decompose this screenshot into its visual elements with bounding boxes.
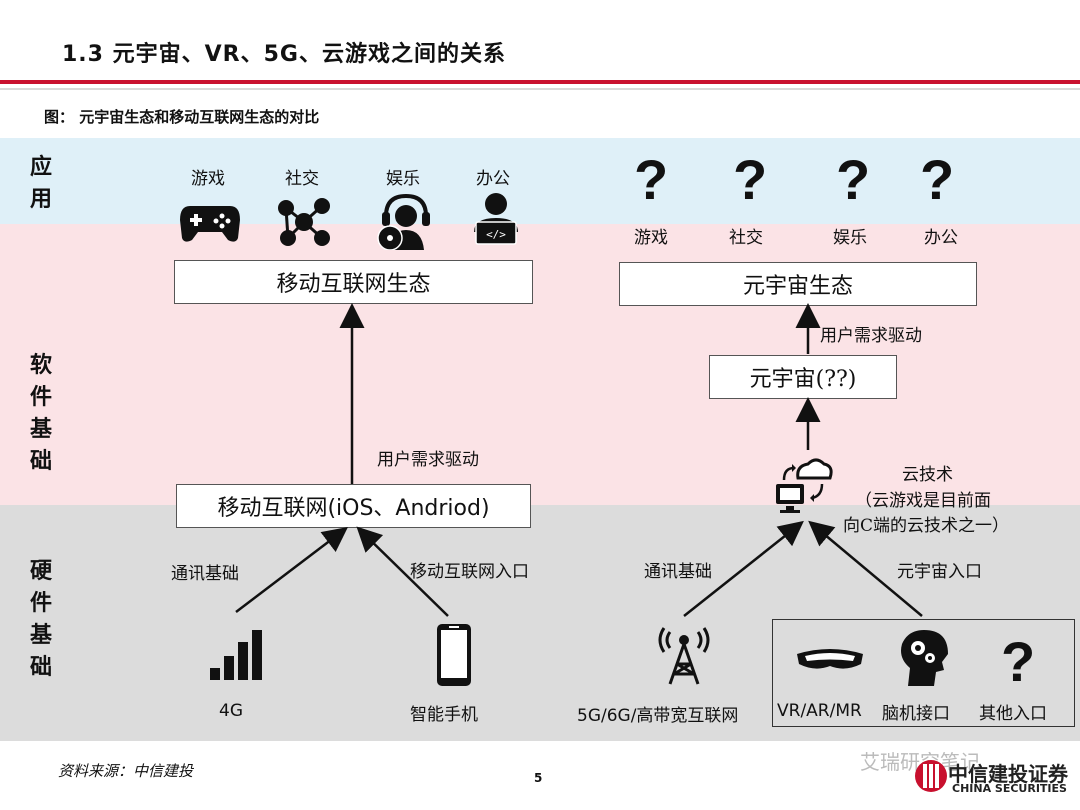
arrow-right-entries xyxy=(808,520,923,617)
right-drive-label: 用户需求驱动 xyxy=(820,326,922,346)
question-mark-icon: ? xyxy=(836,148,871,211)
software-layer-label: 软 件 基 础 xyxy=(29,353,52,474)
application-layer-band xyxy=(0,138,1080,224)
left-drive-label: 用户需求驱动 xyxy=(377,450,479,470)
arrow-right-5g xyxy=(683,520,804,617)
cloud-computing-icon xyxy=(776,458,833,513)
social-network-icon xyxy=(278,198,330,246)
office-worker-icon: </> xyxy=(474,193,518,245)
application-layer-label: 应 用 xyxy=(29,155,52,212)
arrow-left-4g xyxy=(235,526,348,613)
page-title: 1.3 元宇宙、VR、5G、云游戏之间的关系 xyxy=(62,42,506,67)
left-app-label-social: 社交 xyxy=(285,169,319,189)
arrow-left-phone xyxy=(356,526,449,617)
hardware-layer-label: 硬 件 基 础 xyxy=(29,559,52,680)
left-device-label: 智能手机 xyxy=(410,705,478,725)
title-rule xyxy=(0,80,1080,84)
left-comm-label: 通讯基础 xyxy=(171,564,239,584)
mobile-internet-platform-box: 移动互联网(iOS、Andriod) xyxy=(176,484,531,528)
question-mark-icon: ? xyxy=(1001,630,1036,693)
entry-bci-label: 脑机接口 xyxy=(882,704,950,724)
left-app-label-entertainment: 娱乐 xyxy=(386,169,420,189)
title-sub-rule xyxy=(0,88,1080,90)
right-network-label: 5G/6G/高带宽互联网 xyxy=(577,706,739,726)
right-app-label-office: 办公 xyxy=(924,228,958,248)
cloud-tech-title: 云技术 xyxy=(902,465,953,485)
entry-vr-ar-mr-label: VR/AR/MR xyxy=(777,701,862,721)
left-entry-label: 移动互联网入口 xyxy=(410,562,529,582)
hardware-layer-band xyxy=(0,505,1080,741)
metaverse-entries-frame xyxy=(772,619,1075,727)
cloud-tech-note-line1: （云游戏是目前面 xyxy=(855,491,991,511)
right-comm-label: 通讯基础 xyxy=(644,562,712,582)
svg-text:</>: </> xyxy=(486,228,506,241)
signal-bars-icon xyxy=(210,630,262,680)
cloud-tech-note-line2: 向C端的云技术之一） xyxy=(843,516,1010,536)
source-note: 资料来源：中信建投 xyxy=(58,762,194,780)
question-mark-icon: ? xyxy=(733,148,768,211)
vr-headset-icon xyxy=(797,649,863,669)
logo-english-name: CHINA SECURITIES xyxy=(952,782,1067,795)
page-number: 5 xyxy=(534,771,543,785)
left-app-label-game: 游戏 xyxy=(191,169,225,189)
right-app-label-entertainment: 娱乐 xyxy=(833,228,867,248)
china-securities-logo-icon xyxy=(915,760,947,792)
right-app-label-social: 社交 xyxy=(729,228,763,248)
figure-caption: 图： 元宇宙生态和移动互联网生态的对比 xyxy=(44,108,320,126)
entry-other-label: 其他入口 xyxy=(979,704,1047,724)
mobile-internet-ecosystem-box: 移动互联网生态 xyxy=(174,260,533,304)
right-entry-label: 元宇宙入口 xyxy=(897,562,982,582)
cell-tower-icon xyxy=(658,627,710,685)
question-mark-icon: ? xyxy=(920,148,955,211)
left-network-label: 4G xyxy=(219,701,243,721)
metaverse-ecosystem-box: 元宇宙生态 xyxy=(619,262,977,306)
right-app-label-game: 游戏 xyxy=(634,228,668,248)
gamepad-icon xyxy=(180,206,240,242)
left-app-label-office: 办公 xyxy=(476,169,510,189)
headphones-music-icon xyxy=(377,193,430,250)
smartphone-icon xyxy=(437,624,471,686)
brain-gears-head-icon xyxy=(901,630,948,686)
question-mark-icon: ? xyxy=(634,148,669,211)
logo-chinese-name: 中信建投证券 xyxy=(948,762,1068,786)
